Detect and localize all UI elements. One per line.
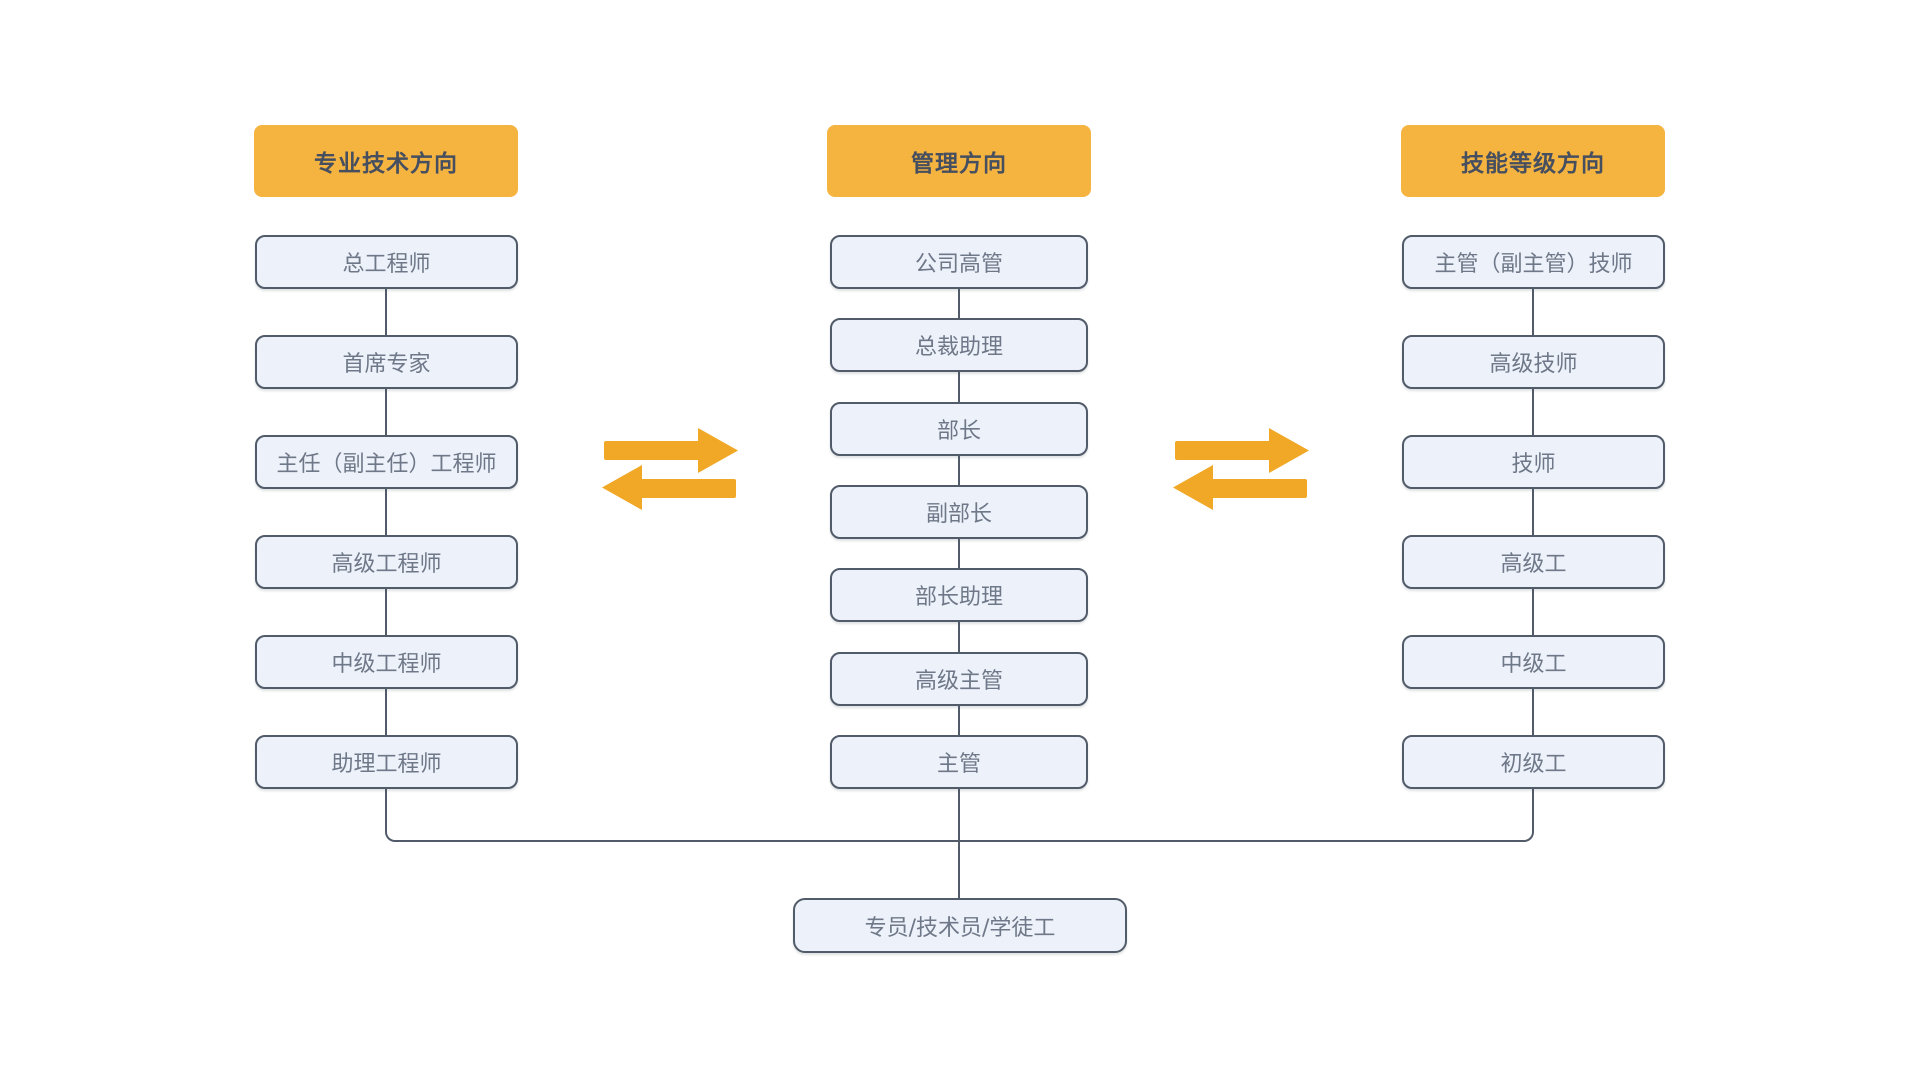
level-box: 主任（副主任）工程师 [255, 435, 518, 489]
swap-arrows-icon [602, 428, 738, 510]
level-box: 高级工程师 [255, 535, 518, 589]
level-box: 公司高管 [830, 235, 1088, 289]
level-box: 技师 [1402, 435, 1665, 489]
connector-line-technical [385, 260, 387, 790]
level-box: 副部长 [830, 485, 1088, 539]
level-box: 高级主管 [830, 652, 1088, 706]
level-box: 主管（副主管）技师 [1402, 235, 1665, 289]
connector-bus [385, 788, 1534, 842]
base-level-box: 专员/技术员/学徒工 [793, 898, 1127, 953]
level-box: 总工程师 [255, 235, 518, 289]
level-box: 中级工程师 [255, 635, 518, 689]
level-box: 部长 [830, 402, 1088, 456]
column-header-technical: 专业技术方向 [254, 125, 518, 197]
level-box: 高级工 [1402, 535, 1665, 589]
level-box: 高级技师 [1402, 335, 1665, 389]
swap-arrows-icon [1173, 428, 1309, 510]
level-box: 部长助理 [830, 568, 1088, 622]
column-header-skill: 技能等级方向 [1401, 125, 1665, 197]
level-box: 首席专家 [255, 335, 518, 389]
connector-line-skill [1532, 260, 1534, 790]
level-box: 主管 [830, 735, 1088, 789]
level-box: 初级工 [1402, 735, 1665, 789]
level-box: 总裁助理 [830, 318, 1088, 372]
level-box: 中级工 [1402, 635, 1665, 689]
column-header-management: 管理方向 [827, 125, 1091, 197]
level-box: 助理工程师 [255, 735, 518, 789]
